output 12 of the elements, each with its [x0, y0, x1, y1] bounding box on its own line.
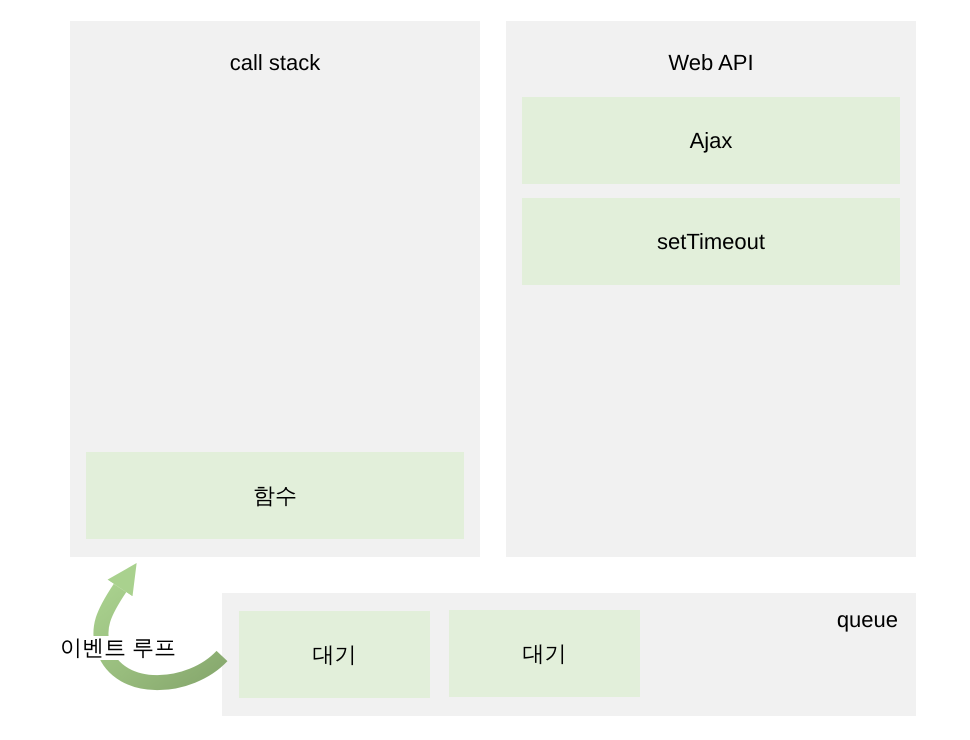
panel-title: queue — [836, 607, 898, 633]
panel — [506, 21, 916, 557]
task-box: setTimeout — [522, 198, 900, 285]
panel-title: Web API — [667, 50, 755, 76]
curved-arrow — [93, 562, 228, 690]
task-box: 대기 — [449, 610, 640, 697]
panel-title: call stack — [228, 50, 322, 76]
task-box: 대기 — [239, 611, 430, 698]
task-box: Ajax — [522, 97, 900, 184]
panel — [70, 21, 480, 557]
task-box: 함수 — [86, 452, 464, 539]
panel — [222, 593, 916, 716]
